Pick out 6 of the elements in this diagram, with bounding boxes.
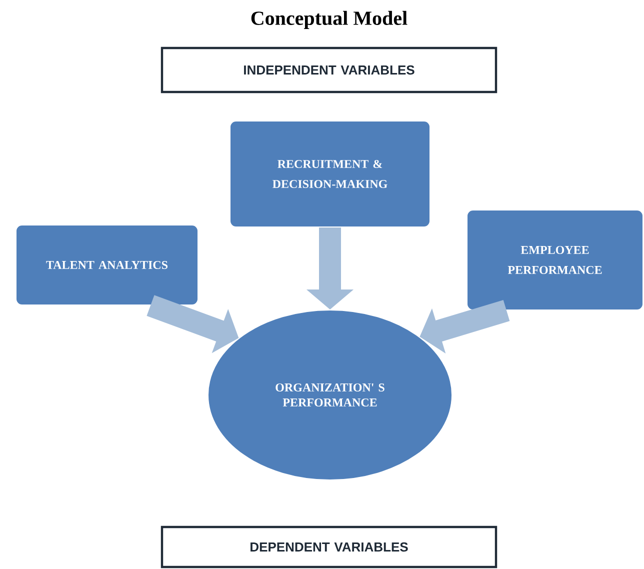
variable-label-box: DEPENDENT VARIABLES <box>160 526 498 568</box>
variable-label-box: INDEPENDENT VARIABLES <box>160 46 498 94</box>
process-box: RECRUITMENT & DECISION-MAKING <box>230 120 430 228</box>
title: Conceptual Model <box>251 10 408 30</box>
process-box: EMPLOYEE PERFORMANCE <box>466 210 644 310</box>
process-box: TALENT ANALYTICS <box>16 224 198 306</box>
